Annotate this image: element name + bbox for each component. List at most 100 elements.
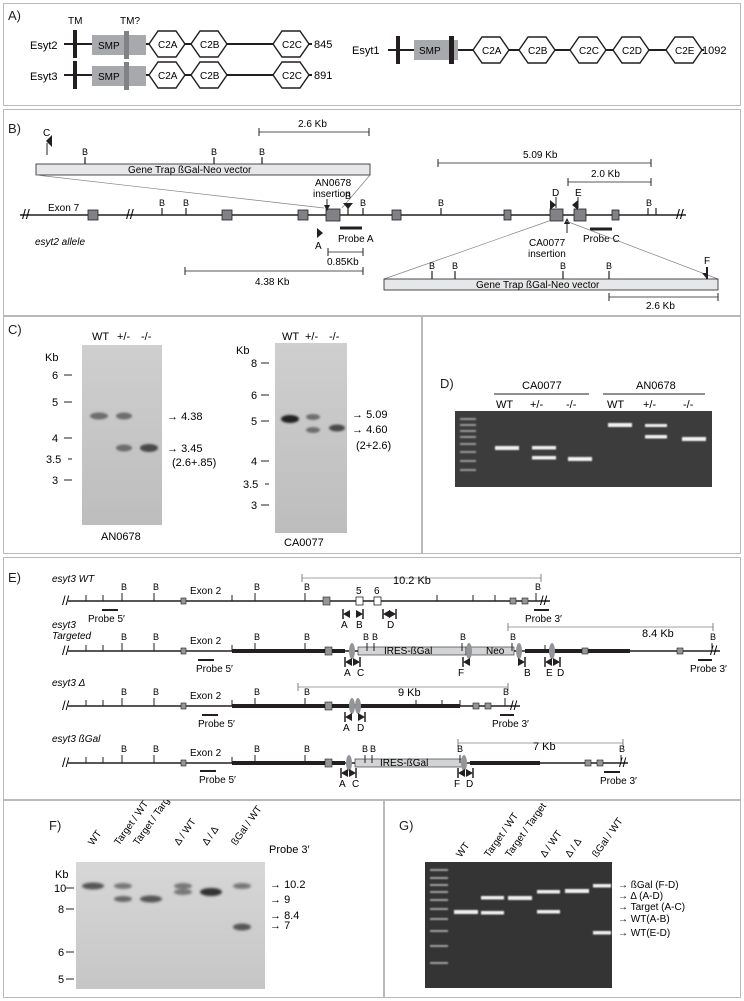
- blot1-band: [90, 412, 108, 420]
- esyt2-label: Esyt2: [30, 40, 58, 52]
- site-b: B: [121, 687, 127, 697]
- ca0077-label: CA0077: [529, 238, 566, 249]
- break-left: //: [62, 755, 70, 770]
- blot2-tick: 5: [251, 416, 257, 428]
- site-b: B: [372, 632, 378, 642]
- break-right: //: [710, 643, 718, 658]
- kb-7: 7 Kb: [533, 741, 556, 753]
- esyt3-delta-label: esyt3 Δ: [52, 678, 86, 689]
- exon-2-label: Exon 2: [190, 748, 222, 759]
- blot2-tick: 3.5: [243, 479, 258, 491]
- esyt1-c2a: C2A: [482, 46, 502, 57]
- blot1-band-label: → 3.45: [167, 443, 202, 455]
- panel-label-b: B): [8, 121, 21, 136]
- primer-d: D: [357, 723, 364, 734]
- gel-g-band: [537, 890, 560, 894]
- blot1-tick: 5: [52, 397, 58, 409]
- kb-4-38: 4.38 Kb: [255, 277, 290, 288]
- break-left: //: [62, 593, 70, 608]
- blot-f-band: [140, 895, 162, 903]
- primer-d: D: [387, 620, 394, 631]
- primer-c: C: [352, 779, 359, 790]
- probe-5-label: Probe 5′: [198, 719, 235, 730]
- site-b: B: [121, 582, 127, 592]
- esyt3-c2b: C2B: [200, 71, 220, 82]
- tm-label: TM: [68, 16, 82, 27]
- primer-e: E: [546, 668, 553, 679]
- probe-5-label: Probe 5′: [88, 614, 125, 625]
- site-b: B: [370, 744, 376, 754]
- blot2-band-label: → 4.60: [352, 424, 387, 436]
- gel-g-lane: WT: [454, 841, 472, 860]
- gel-d-band: [682, 437, 706, 441]
- primer-b: B: [524, 668, 531, 679]
- site-b: B: [438, 198, 444, 208]
- site-b: B: [121, 744, 127, 754]
- panel-label-g: G): [399, 818, 414, 833]
- probe-5-label: Probe 5′: [199, 775, 236, 786]
- blot-f-tick: 10: [54, 883, 66, 895]
- exon-2-label: Exon 2: [190, 636, 222, 647]
- gel-g-band: [537, 910, 560, 914]
- esyt1-size: 1092: [702, 45, 726, 57]
- esyt1-c2d: C2D: [622, 46, 642, 57]
- site-b: B: [82, 147, 88, 157]
- gel-g-band-label: → WT(E-D): [618, 928, 670, 939]
- site-b: B: [345, 191, 351, 201]
- site-b: B: [254, 582, 260, 592]
- primer-f: F: [454, 779, 460, 790]
- blot1-band: [140, 444, 158, 452]
- blot-f-tick: 6: [58, 947, 64, 959]
- blot-f-membrane: [76, 862, 265, 989]
- blot2-band: [306, 414, 320, 420]
- gel-d-image: [455, 411, 712, 487]
- gel-d-band: [645, 424, 667, 427]
- esyt3-targeted-label: esyt3: [52, 620, 76, 631]
- primer-d: D: [466, 779, 473, 790]
- probe-5-label: Probe 5′: [196, 664, 233, 675]
- site-b: B: [153, 687, 159, 697]
- site-b: B: [606, 261, 612, 271]
- blot1-band: [116, 444, 132, 452]
- panel-a-domain-diagram: Esyt2 TM TM? SMP C2A C2B C2C 845 Esyt3 S…: [30, 16, 726, 90]
- blot2-band: [329, 424, 345, 432]
- kb-9: 9 Kb: [398, 687, 421, 699]
- blot2-band: [306, 427, 320, 433]
- esyt3-targeted-label2: Targeted: [52, 631, 92, 642]
- break-left: //: [62, 643, 70, 658]
- blot-f-band-label: → 7: [270, 920, 290, 932]
- blot-f-tick: 8: [58, 904, 64, 916]
- blot1-band-label: → 4.38: [167, 411, 202, 423]
- site-b: B: [646, 198, 652, 208]
- blot-f-band-label: → 9: [270, 894, 290, 906]
- gel-g-band: [593, 884, 611, 888]
- blot-f-band-label: → 8.4: [270, 910, 299, 922]
- gel-d-band: [645, 435, 667, 439]
- blot1-lane-ko: -/-: [141, 331, 152, 343]
- blot-f-band-label: → 10.2: [270, 879, 305, 891]
- gel-g-band: [481, 896, 504, 900]
- break-left: //: [22, 206, 30, 222]
- esyt2-smp-label: SMP: [98, 41, 120, 52]
- esyt2-c2c: C2C: [282, 40, 302, 51]
- site-b: B: [429, 261, 435, 271]
- blot1-tick: 3: [52, 475, 58, 487]
- esyt1-c2e: C2E: [675, 46, 695, 57]
- primer-c-upper: C: [43, 128, 50, 139]
- esyt2-c2a: C2A: [158, 40, 178, 51]
- primer-a: A: [344, 668, 351, 679]
- site-b: B: [183, 198, 189, 208]
- exon-5-label: 5: [356, 586, 362, 597]
- break-left: //: [62, 698, 70, 713]
- ires-bgal-label: IRES-ßGal: [380, 758, 428, 769]
- esyt3-bgal-label: esyt3 ßGal: [52, 734, 101, 745]
- esyt1-c2c: C2C: [579, 46, 599, 57]
- gel-g-band-label: → ßGal (F-D): [618, 880, 679, 891]
- site-b: B: [159, 198, 165, 208]
- site-b: B: [211, 147, 217, 157]
- exon-6-label: 6: [374, 586, 380, 597]
- esyt3-wt-label: esyt3 WT: [52, 574, 95, 585]
- site-b: B: [153, 632, 159, 642]
- site-b: B: [304, 632, 310, 642]
- probe-c-label: Probe C: [583, 234, 620, 245]
